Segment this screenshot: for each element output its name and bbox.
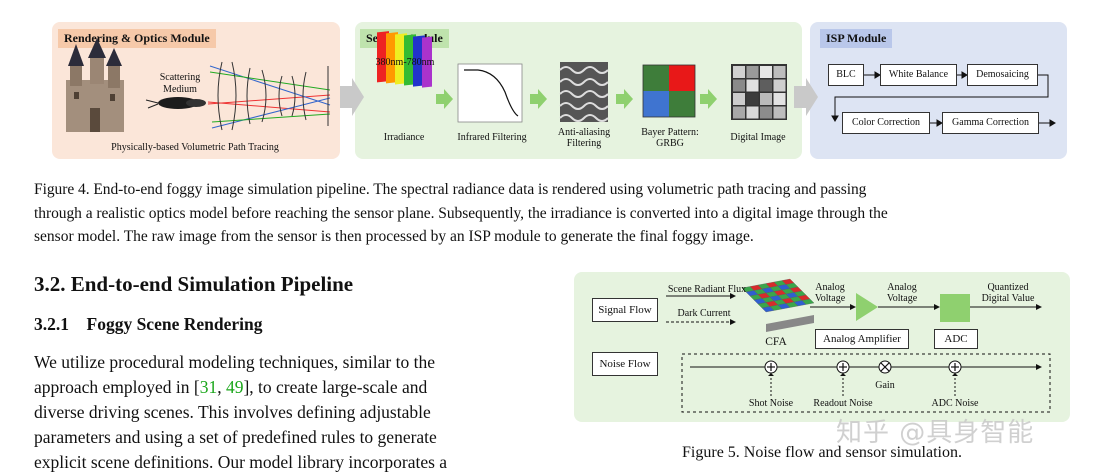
digital-image-pixel [733, 106, 745, 119]
bayer-pattern [642, 64, 696, 118]
wavelength-label: 380nm-780nm [375, 57, 435, 68]
watermark: 知乎 @具身智能 [836, 418, 1035, 448]
digital-image-pixel [746, 66, 759, 78]
digital-image-pixel [746, 79, 759, 92]
section-heading: 3.2. End-to-end Simulation Pipeline [34, 272, 354, 296]
body-paragraph: We utilize procedural modeling technique… [34, 350, 526, 475]
quantized-label-2: Digital Value [981, 293, 1035, 304]
body-line: explicit scene definitions. Our model li… [34, 452, 448, 472]
body-line: approach employed in [31, 49], to create… [34, 375, 526, 400]
digital-image-pixel [773, 106, 786, 119]
cfa-cell [801, 298, 815, 305]
infrared-filter-plot [457, 63, 523, 123]
digital-image-pixel [746, 106, 759, 119]
digital-image-pixel [760, 106, 772, 119]
castle-illustration [66, 38, 124, 132]
noise-flow-box: Noise Flow [592, 352, 658, 376]
path-tracing-label: Physically-based Volumetric Path Tracing [111, 142, 279, 153]
citation-link-49[interactable]: 49 [225, 377, 244, 397]
dark-current-label: Dark Current [677, 308, 731, 319]
arrow-render-to-sensor [340, 78, 364, 116]
digital-image-pixel [773, 93, 786, 105]
digital-image-label: Digital Image [730, 132, 786, 143]
digital-image-pixel [760, 93, 772, 105]
adc-box: ADC [934, 329, 978, 349]
isp-title: ISP Module [820, 29, 893, 48]
digital-image-pixel [733, 79, 745, 92]
cfa-cube [741, 278, 815, 332]
isp-box-white-balance: White Balance [880, 64, 957, 86]
anti-aliasing-label: Anti-aliasing [557, 127, 611, 138]
signal-flow-box: Signal Flow [592, 298, 658, 322]
body-line: parameters and using a set of predefined… [34, 427, 437, 447]
subsection-heading: 3.2.1 Foggy Scene Rendering [34, 314, 263, 334]
quantized-label-1: Quantized [987, 282, 1029, 293]
gain-label: Gain [875, 380, 895, 391]
infrared-filtering-label: Infrared Filtering [457, 132, 527, 143]
adc-noise-label: ADC Noise [931, 398, 979, 409]
readout-noise-label: Readout Noise [813, 398, 873, 409]
medium-label: Medium [163, 84, 197, 95]
isp-box-gamma-correction: Gamma Correction [942, 112, 1039, 134]
isp-box-blc: BLC [828, 64, 864, 86]
analog-amplifier-box: Analog Amplifier [815, 329, 909, 349]
cfa-base [766, 315, 814, 332]
digital-image-pixel [760, 79, 772, 92]
isp-box-color-correction: Color Correction [842, 112, 930, 134]
citation-separator: , [217, 377, 226, 397]
shot-noise-label: Shot Noise [748, 398, 794, 409]
analog-voltage-label-1: Analog [815, 282, 845, 293]
digital-image-pixel [760, 66, 772, 78]
analog-voltage-label-4: Voltage [886, 293, 918, 304]
anti-aliasing-texture [559, 62, 609, 122]
caption-line: through a realistic optics model before … [34, 204, 888, 222]
citation-link-31[interactable]: 31 [199, 377, 218, 397]
arrow-sensor-to-isp [794, 78, 818, 116]
bayer-grbg-label: GRBG [656, 138, 684, 149]
caption-line: sensor model. The raw image from the sen… [34, 228, 754, 245]
scene-radiant-flux-label: Scene Radiant Flux [667, 284, 747, 295]
optics-lens-illustration [207, 61, 331, 131]
bayer-pattern-label: Bayer Pattern: [641, 127, 699, 138]
scattering-medium-illustration [145, 97, 206, 109]
irradiance-plates [377, 31, 432, 88]
body-text-fragment: approach employed in [ [34, 377, 200, 397]
isp-box-demosaicing: Demosaicing [967, 64, 1038, 86]
figure-4-caption: Figure 4. End-to-end foggy image simulat… [34, 178, 1072, 249]
cfa-label: CFA [765, 336, 787, 348]
digital-image-pixel [773, 79, 786, 92]
digital-image-pixel [773, 66, 786, 78]
isp-flow-arrows [831, 71, 1056, 127]
body-line: We utilize procedural modeling technique… [34, 352, 435, 372]
anti-aliasing-filtering-label: Filtering [566, 138, 602, 149]
figure-5-caption: Figure 5. Noise flow and sensor simulati… [682, 444, 962, 461]
digital-image-pixel [733, 66, 745, 78]
analog-voltage-label-2: Voltage [814, 293, 846, 304]
digital-image-pixel [733, 93, 745, 105]
caption-line: Figure 4. End-to-end foggy image simulat… [34, 181, 867, 198]
scattering-label: Scattering [159, 72, 201, 83]
adc-block [940, 294, 970, 322]
body-text-fragment: ], to create large-scale and [243, 377, 428, 397]
irradiance-label: Irradiance [383, 132, 425, 143]
digital-image-pixel [746, 93, 759, 105]
analog-voltage-label-3: Analog [887, 282, 917, 293]
body-line: diverse driving scenes. This involves de… [34, 402, 431, 422]
amplifier-triangle [856, 293, 878, 321]
digital-image-grid [731, 64, 787, 120]
